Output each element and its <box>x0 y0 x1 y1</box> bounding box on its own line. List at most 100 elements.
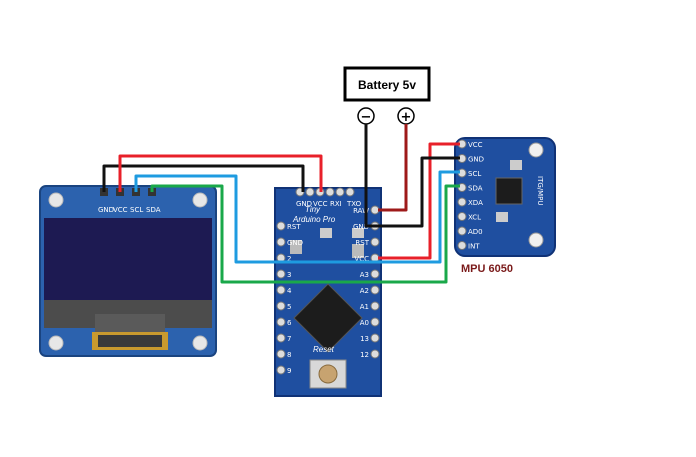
battery-label: Battery 5v <box>358 78 416 92</box>
arduino-right-pin <box>370 349 380 359</box>
wire-mpu-gnd <box>378 156 460 228</box>
mpu-pin <box>457 197 467 207</box>
mpu-pin <box>457 226 467 236</box>
arduino-left-pin <box>276 349 286 359</box>
mpu-pin-label: AD0 <box>468 228 483 236</box>
oled-pin-label: GND <box>98 206 114 214</box>
oled-pin-label: SCL <box>130 206 143 214</box>
arduino-left-pin-label: 3 <box>287 271 291 279</box>
arduino-left-pin-label: 5 <box>287 303 291 311</box>
component <box>496 212 508 222</box>
arduino-right-pin-label: A0 <box>360 319 369 327</box>
component <box>352 244 364 258</box>
arduino-left-pin <box>276 333 286 343</box>
oled-pin-label: SDA <box>146 206 161 214</box>
mpu-chip-label: ITG/MPU <box>536 176 544 206</box>
mpu-pin-label: SCL <box>468 170 481 178</box>
arduino-right-pin-label: RAW <box>353 207 369 215</box>
battery-positive-symbol: + <box>401 110 412 125</box>
mpu-hole-top <box>528 142 544 158</box>
component <box>290 240 302 254</box>
mpu-pin-label: INT <box>468 243 480 251</box>
arduino-right-pin-label: RST <box>355 239 369 247</box>
arduino-left-header: RST GND 2 3 4 5 6 7 8 9 <box>276 221 303 375</box>
arduino-left-pin <box>276 317 286 327</box>
battery: Battery 5v − + <box>343 66 431 125</box>
arduino-pro-mini: Reset Tiny Arduino Pro GND VCC RXI TXO R… <box>274 187 382 397</box>
arduino-left-pin <box>276 285 286 295</box>
oled-flex-dark <box>98 335 162 347</box>
arduino-right-pin-label: A2 <box>360 287 369 295</box>
atmega-chip <box>293 283 363 353</box>
arduino-right-pin <box>370 237 380 247</box>
oled-hole-tr <box>192 192 208 208</box>
arduino-left-pin <box>276 237 286 247</box>
wire-sda <box>150 184 460 284</box>
arduino-right-pin <box>370 317 380 327</box>
arduino-title-line1: Tiny <box>305 205 321 214</box>
mpu-chip <box>495 177 523 205</box>
battery-negative-symbol: − <box>361 110 372 125</box>
oled-pcb-outline <box>39 185 217 357</box>
oled-ribbon <box>95 314 165 332</box>
arduino-top-pin-label: RXI <box>330 200 342 208</box>
arduino-right-pin-label: VCC <box>354 255 369 263</box>
arduino-left-pin-label: 9 <box>287 367 291 375</box>
wire-oled-gnd <box>102 164 305 192</box>
arduino-left-pin-label: 7 <box>287 335 291 343</box>
wire-mpu-vcc <box>378 142 460 260</box>
arduino-left-pin <box>276 365 286 375</box>
mpu-pin <box>457 212 467 221</box>
arduino-left-pin-label: 8 <box>287 351 291 359</box>
battery-box <box>343 66 431 102</box>
reset-button-cap <box>318 364 338 384</box>
mpu-pin-label: VCC <box>468 141 483 149</box>
oled-hole-bl <box>48 335 64 351</box>
wire-battery-gnd <box>364 124 378 228</box>
arduino-left-pin <box>276 269 286 279</box>
arduino-left-pin <box>276 221 286 231</box>
component <box>320 228 332 238</box>
mpu-title: MPU 6050 <box>461 263 513 275</box>
wire-oled-vcc <box>118 154 323 192</box>
arduino-left-pin-label: 4 <box>287 287 292 295</box>
component <box>352 228 364 238</box>
mpu-pin-label: XCL <box>468 214 481 222</box>
oled-module: GND VCC SCL SDA <box>39 185 217 357</box>
arduino-top-pin-label: VCC <box>313 200 328 208</box>
arduino-right-pin-label: GND <box>353 223 369 231</box>
oled-hole-br <box>192 335 208 351</box>
arduino-left-pin <box>276 301 286 311</box>
arduino-left-pin-label: 6 <box>287 319 292 327</box>
arduino-right-pin-label: A3 <box>360 271 369 279</box>
arduino-left-pin-label: RST <box>287 223 301 231</box>
arduino-top-pin-label: GND <box>296 200 312 208</box>
mpu-pin-label: XDA <box>468 199 483 207</box>
mpu-pin-label: GND <box>468 156 484 164</box>
oled-screen-active <box>44 218 212 300</box>
arduino-right-pin-label: A1 <box>360 303 369 311</box>
arduino-right-pin <box>370 333 380 343</box>
arduino-right-pin <box>370 301 380 311</box>
arduino-left-pin-label: 2 <box>287 255 291 263</box>
reset-label: Reset <box>313 345 335 354</box>
wire-battery-raw <box>378 124 408 212</box>
component <box>510 160 522 170</box>
arduino-title-line2: Arduino Pro <box>292 215 336 224</box>
arduino-top-pin-label: TXO <box>346 200 362 208</box>
wires <box>102 124 460 284</box>
arduino-right-pin <box>370 269 380 279</box>
arduino-right-pin-label: 12 <box>360 351 369 359</box>
arduino-right-pin-label: 13 <box>360 335 369 343</box>
oled-hole-tl <box>48 192 64 208</box>
arduino-right-pin <box>370 285 380 295</box>
mpu-hole-bottom <box>528 232 544 248</box>
arduino-left-pin-label: GND <box>287 239 303 247</box>
wire-scl <box>134 170 460 264</box>
mpu-pin-label: SDA <box>468 185 483 193</box>
oled-pin-label: VCC <box>113 206 128 214</box>
